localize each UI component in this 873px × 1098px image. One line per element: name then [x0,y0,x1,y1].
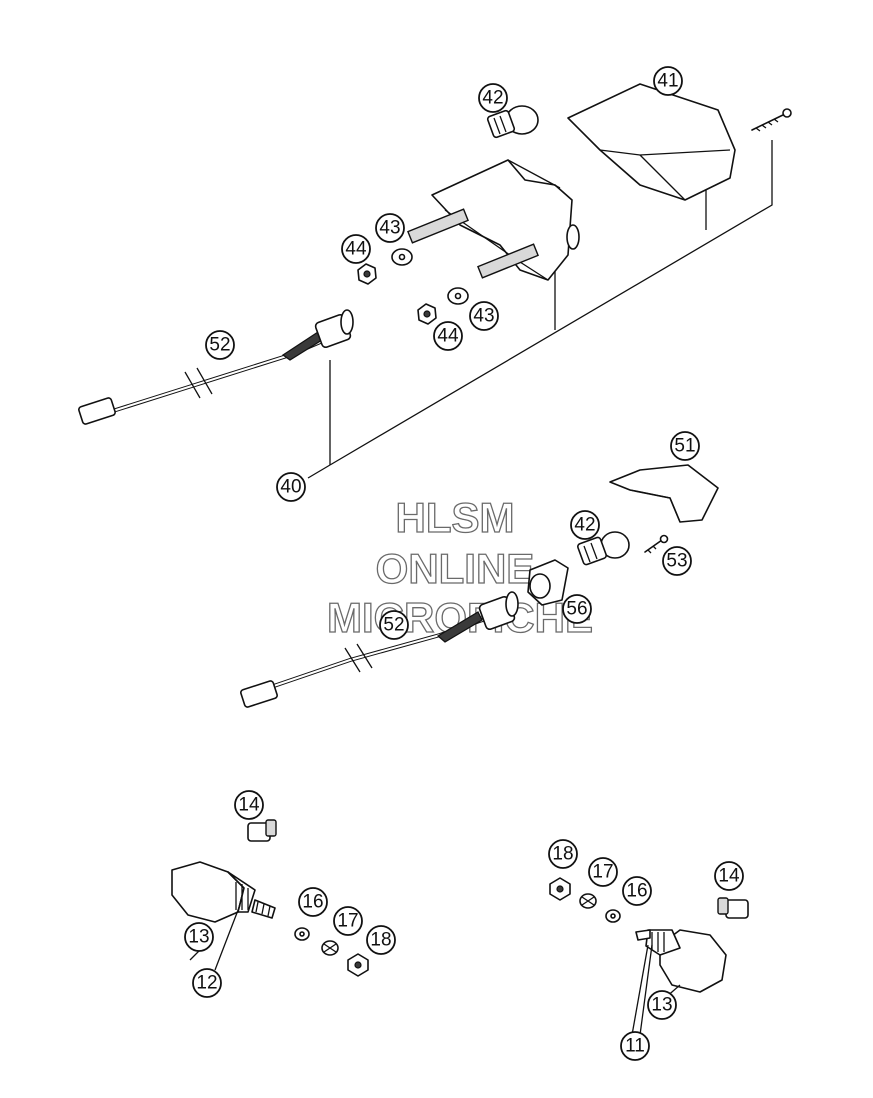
bulb-left [247,819,277,842]
callout-44-upper: 44 [341,234,371,264]
callout-53: 53 [662,546,692,576]
svg-text:17: 17 [337,911,358,932]
callout-43-lower: 43 [469,301,499,331]
svg-text:42: 42 [482,88,503,109]
callout-52-middle: 52 [379,610,409,640]
callout-18-left: 18 [366,925,396,955]
svg-text:52: 52 [383,615,404,636]
bulb-right [717,897,749,919]
callout-13-left: 13 [184,922,214,952]
callout-14-left: 14 [234,790,264,820]
callout-56: 56 [562,594,592,624]
svg-text:43: 43 [473,306,494,327]
tail-light-housing [407,159,580,281]
svg-text:13: 13 [188,927,209,948]
callout-43-upper: 43 [375,213,405,243]
callout-41: 41 [653,66,683,96]
bulb-upper [486,105,539,139]
callout-51: 51 [670,431,700,461]
bulb-middle [577,531,630,566]
callout-13-right: 13 [647,990,677,1020]
callout-11: 11 [620,1031,650,1061]
svg-text:40: 40 [280,477,301,498]
svg-text:11: 11 [625,1036,645,1057]
svg-text:53: 53 [666,551,687,572]
callout-12: 12 [192,968,222,998]
watermark-line2: ONLINE [376,545,535,592]
svg-text:12: 12 [196,973,217,994]
svg-text:18: 18 [370,930,391,951]
svg-text:42: 42 [574,515,595,536]
turn-signal-right [635,929,727,993]
svg-text:44: 44 [437,326,459,347]
callout-16-left: 16 [298,887,328,917]
callout-17-left: 17 [333,906,363,936]
callout-44-lower: 44 [433,321,463,351]
svg-text:14: 14 [718,866,740,887]
svg-text:51: 51 [674,436,695,457]
svg-text:14: 14 [238,795,260,816]
callout-16-right: 16 [622,876,652,906]
svg-text:41: 41 [657,71,678,92]
callout-42-middle: 42 [570,510,600,540]
svg-text:44: 44 [345,239,367,260]
svg-text:18: 18 [552,844,573,865]
middle-socket [527,559,569,606]
hardware-right [549,877,621,923]
wiring-harness-upper [78,309,354,425]
svg-text:16: 16 [626,881,647,902]
svg-text:52: 52 [209,335,230,356]
callout-40: 40 [276,472,306,502]
svg-text:16: 16 [302,892,323,913]
svg-text:43: 43 [379,218,400,239]
washers-and-nuts [357,248,469,325]
middle-lens [609,464,719,523]
wiring-harness-middle [240,591,519,708]
turn-signal-left [171,861,276,923]
watermark-line1: HLSM [396,494,515,541]
svg-text:56: 56 [566,599,587,620]
mounting-screw [751,108,792,132]
middle-screw [644,534,669,554]
hardware-left [294,927,369,977]
callout-52-upper: 52 [205,330,235,360]
svg-text:17: 17 [592,862,613,883]
svg-text:13: 13 [651,995,672,1016]
callout-17-right: 17 [588,857,618,887]
callout-18-right: 18 [548,839,578,869]
tail-light-lens [567,83,736,201]
callout-14-right: 14 [714,861,744,891]
callout-42-upper: 42 [478,83,508,113]
